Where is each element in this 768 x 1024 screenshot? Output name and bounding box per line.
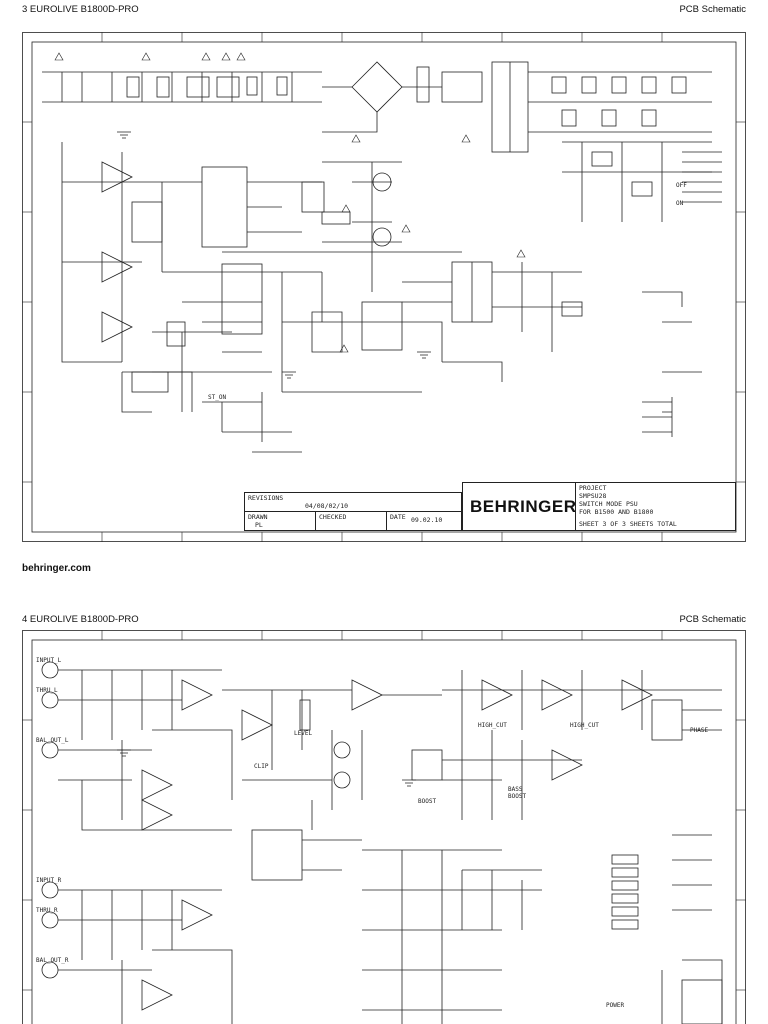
brand-box: BEHRINGER (462, 482, 576, 531)
off-label: OFF (676, 182, 687, 189)
high-cut-label-2: HIGH_CUT (570, 722, 599, 729)
bal-out-l-label: BAL_OUT_L (36, 737, 69, 744)
project-label: PROJECT (579, 484, 607, 492)
sheet-info: SHEET 3 OF 3 SHEETS TOTAL (579, 520, 677, 528)
date-box: DATE 09.02.10 (386, 511, 462, 531)
schematic-sheet-3: ST_ON OFF ON REVISIONS 04/08/02/10 DRAWN… (22, 32, 746, 542)
page4-header-title: 4 EUROLIVE B1800D-PRO (22, 614, 139, 625)
bal-out-r-label: BAL_OUT_R (36, 957, 69, 964)
behringer-logo: BEHRINGER (470, 497, 577, 516)
high-cut-label-1: HIGH_CUT (478, 722, 507, 729)
schematic-drawing-3 (22, 32, 746, 542)
checked-label: CHECKED (319, 513, 347, 521)
input-l-label: INPUT_L (36, 657, 62, 664)
checked-box: CHECKED (315, 511, 387, 531)
page4-header: 4 EUROLIVE B1800D-PRO PCB Schematic (22, 614, 746, 628)
drawn-by: PL (255, 521, 263, 529)
footer-site: behringer.com (22, 563, 91, 574)
page4-header-type: PCB Schematic (679, 614, 746, 625)
thru-r-label: THRU_R (36, 907, 58, 914)
on-label: ON (676, 200, 684, 207)
st-on-label: ST_ON (208, 394, 227, 401)
schematic-sheet-4: INPUT_L THRU_L BAL_OUT_L INPUT_R THRU_R … (22, 630, 746, 1024)
power-label: POWER (606, 1002, 625, 1009)
clip-label: CLIP (254, 763, 269, 770)
revision-date: 04/08/02/10 (305, 502, 349, 510)
bass-boost-label: BASS BOOST (508, 786, 527, 800)
thru-l-label: THRU_L (36, 687, 58, 694)
project-name: SMPSU28 (579, 492, 607, 500)
project-box: PROJECT SMPSU28 SWITCH MODE PSU FOR B150… (575, 482, 736, 531)
input-r-label: INPUT_R (36, 877, 62, 884)
page3-header: 3 EUROLIVE B1800D-PRO PCB Schematic (22, 4, 746, 18)
revisions-box: REVISIONS 04/08/02/10 (244, 492, 462, 512)
project-desc: SWITCH MODE PSU (579, 500, 638, 508)
revisions-label: REVISIONS (248, 494, 284, 502)
drawn-box: DRAWN PL (244, 511, 316, 531)
level-label: LEVEL (294, 730, 313, 737)
project-for: FOR B1500 AND B1800 (579, 508, 654, 516)
drawn-label: DRAWN (248, 513, 268, 521)
phase-label: PHASE (690, 727, 709, 734)
date-label: DATE (390, 513, 406, 521)
page3-header-type: PCB Schematic (679, 4, 746, 15)
boost-label: BOOST (418, 798, 437, 805)
page3-header-title: 3 EUROLIVE B1800D-PRO (22, 4, 139, 15)
date-value: 09.02.10 (411, 516, 443, 524)
schematic-drawing-4 (22, 630, 746, 1024)
